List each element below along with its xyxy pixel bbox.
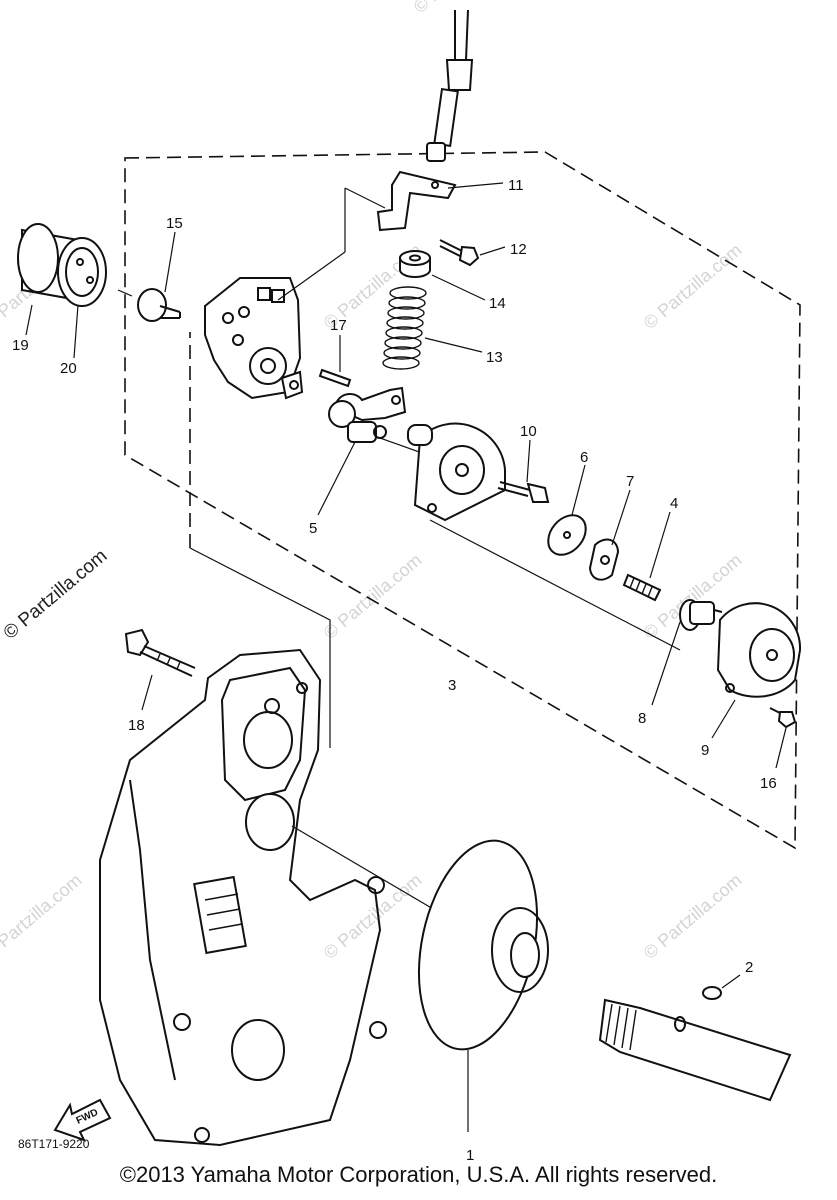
copyright-notice: ©2013 Yamaha Motor Corporation, U.S.A. A… [119, 1162, 718, 1187]
callout-17: 17 [330, 317, 347, 334]
watermark: © Partzilla.com [320, 550, 426, 643]
watermark: © Partzilla.com [410, 0, 516, 17]
spring-part-4 [622, 573, 662, 602]
drawing-code: 86T171-9220 [18, 1137, 90, 1151]
callout-6: 6 [580, 449, 588, 466]
callout-18: 18 [128, 717, 145, 734]
cap-part-8 [679, 599, 723, 631]
callout-4: 4 [670, 495, 678, 512]
cover-part-9 [716, 602, 802, 698]
assembly-leader [189, 547, 331, 748]
watermark: © Partzilla.com [0, 870, 85, 963]
leader-8 [651, 621, 681, 706]
key-part-2 [702, 986, 722, 1000]
watermark-dark: © Partzilla.com [0, 545, 111, 643]
leader-4 [649, 511, 671, 579]
callout-16: 16 [760, 775, 777, 792]
lever-housing [204, 277, 304, 400]
leader-2 [721, 974, 741, 989]
leader-7 [611, 489, 631, 546]
plate-part-15 [137, 288, 181, 322]
pin-part-17 [318, 368, 352, 388]
screw-part-16 [769, 707, 797, 729]
leader-16 [775, 727, 787, 769]
callout-19: 19 [12, 337, 29, 354]
washer-part-6 [547, 514, 587, 556]
cover-plate [407, 422, 506, 522]
spring-part-13 [382, 286, 427, 370]
leader-12 [479, 246, 506, 256]
main-casting [99, 648, 387, 1147]
callout-labels: 1 2 3 4 5 6 7 8 9 10 11 12 13 14 15 16 1… [12, 177, 777, 1164]
leader-axis-cover [429, 519, 681, 651]
callout-2: 2 [745, 959, 753, 976]
bolt-part-10 [497, 481, 550, 503]
assembly-boundary-outline [124, 151, 801, 850]
callout-15: 15 [166, 215, 183, 232]
watermark: © Partzilla.com [320, 870, 426, 963]
callout-13: 13 [486, 349, 503, 366]
bolt-part-18 [124, 628, 196, 677]
callout-1: 1 [466, 1147, 474, 1164]
callout-10: 10 [520, 423, 537, 440]
callout-5: 5 [309, 520, 317, 537]
leader-20 [73, 304, 79, 359]
cable [426, 9, 474, 162]
screw-part-12 [439, 239, 480, 267]
lever-part-5 [328, 386, 407, 443]
watermark: © Partzilla.com [640, 240, 746, 333]
leader-15 [164, 231, 176, 293]
leader-14 [431, 274, 486, 301]
callout-3: 3 [448, 677, 456, 694]
callout-7: 7 [626, 473, 634, 490]
callout-9: 9 [701, 742, 709, 759]
leader-10 [526, 439, 531, 483]
leader-9 [711, 699, 736, 739]
callout-12: 12 [510, 241, 527, 258]
leader-11 [447, 182, 504, 189]
fwd-arrow-icon: FWD [53, 1098, 112, 1142]
retainer-part-7 [588, 538, 620, 581]
callout-8: 8 [638, 710, 646, 727]
leader-13 [424, 337, 483, 353]
leader-5 [317, 441, 356, 516]
watermark: © Partzilla.com [640, 870, 746, 963]
callout-20: 20 [60, 360, 77, 377]
shaft [598, 998, 792, 1102]
leader-housing-3 [344, 187, 386, 209]
leader-housing [277, 251, 346, 301]
bushing-parts-19-20 [17, 223, 107, 307]
leader-6 [571, 464, 586, 516]
collar-part-14 [399, 250, 431, 278]
bracket-part-11 [376, 170, 457, 232]
leader-19 [25, 304, 33, 336]
sheave-part-1 [417, 839, 549, 1051]
callout-11: 11 [508, 177, 524, 194]
leader-18 [141, 674, 153, 711]
callout-14: 14 [489, 295, 506, 312]
leader-shaft-line [117, 289, 133, 297]
